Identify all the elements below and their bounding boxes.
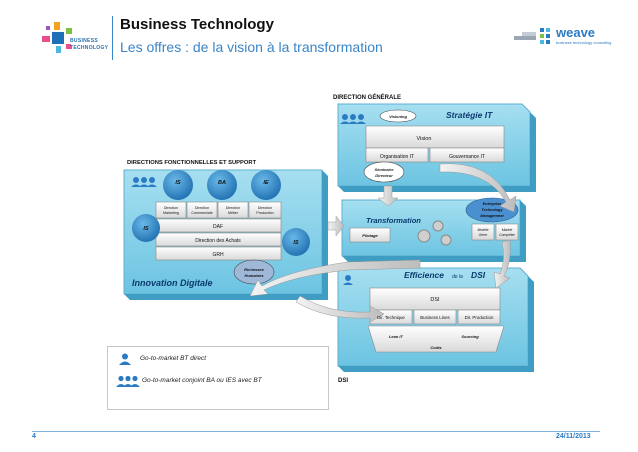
arrow-curve-dg-to-eatm xyxy=(439,163,517,213)
visioning-badge-text: Visioning xyxy=(389,114,407,119)
header-divider xyxy=(112,16,113,60)
icon-group-dsi xyxy=(343,275,353,285)
innovation-digitale-title: Innovation Digitale xyxy=(132,278,213,288)
page-subtitle: Les offres : de la vision à la transform… xyxy=(120,39,383,55)
lean-it-text: Lean IT xyxy=(389,334,404,339)
single-person-icon xyxy=(119,353,131,365)
business-lines-box: Business Lines xyxy=(420,315,450,320)
ba-circle-text: BA xyxy=(218,180,226,186)
dir-commerciale-l2: Commerciale xyxy=(191,211,212,215)
footer-divider xyxy=(32,431,600,432)
arrow-dsi-to-df xyxy=(249,259,421,297)
modele-text-2: Gérer xyxy=(479,233,489,237)
business-technology-logo: BUSINESS TECHNOLOGY xyxy=(40,18,108,62)
grh-box: GRH xyxy=(212,252,224,258)
ie-circle-text: IE xyxy=(263,180,269,186)
efficience-title: Efficience xyxy=(404,270,444,280)
pilotage-box: Pilotage xyxy=(362,233,378,238)
transformation-title: Transformation xyxy=(366,216,421,225)
dir-production-l2: Production xyxy=(256,211,273,215)
is-side-left-text: IS xyxy=(143,226,149,232)
partner-logo xyxy=(512,24,612,54)
dsi-box: DSI xyxy=(430,297,440,303)
arrow-df-to-dsi xyxy=(295,295,385,323)
eatm-text-1: Enterprise xyxy=(483,202,502,206)
rh-badge-text-2: Humaines xyxy=(244,273,264,278)
eatm-text-2: Technology xyxy=(481,208,503,212)
rh-badge-text-1: Richesses xyxy=(244,267,265,272)
is-circle-text: IS xyxy=(175,180,181,186)
partner-logo-icon xyxy=(514,28,550,44)
logo-mark-icon xyxy=(42,22,72,53)
partner-logo-tagline: business technology consulting xyxy=(556,40,612,45)
achats-box: Direction des Achats xyxy=(195,238,241,244)
ie-circle xyxy=(251,170,281,200)
couts-text: Coûts xyxy=(430,345,442,350)
vision-box: Vision xyxy=(417,136,432,142)
df-label: DIRECTIONS FONCTIONNELLES ET SUPPORT xyxy=(127,160,257,166)
eatm-text-3: Management xyxy=(480,214,504,218)
page-date: 24/11/2013 xyxy=(556,433,591,440)
legend: Go-to-market BT direct Go-to-market conj… xyxy=(107,346,329,410)
is-circle xyxy=(163,170,193,200)
seminaire-text-1: Séminaire xyxy=(374,167,394,172)
partner-logo-text: weave xyxy=(556,25,596,40)
seminaire-text-2: Directeur xyxy=(375,173,393,178)
directions-fonctionnelles-panel xyxy=(123,169,328,300)
direction-generale-panel xyxy=(337,103,536,192)
richesses-humaines-badge xyxy=(233,259,275,285)
icon-group-df xyxy=(131,177,157,187)
page-title: Business Technology xyxy=(120,16,274,33)
arrow-eatm-to-dsi xyxy=(493,239,511,289)
legend-item-1: Go-to-market BT direct xyxy=(140,355,207,362)
dg-label: DIRECTION GÉNÉRALE xyxy=(333,93,401,101)
modele-text-1: Modèle xyxy=(477,228,488,232)
dir-metier-l1: Direction xyxy=(226,206,240,210)
dir-marketing-l2: Marketing xyxy=(163,211,179,215)
gouvernance-it-box: Gouvernance IT xyxy=(449,154,485,160)
dir-marketing-l1: Direction xyxy=(164,206,178,210)
market-text-1: Market xyxy=(502,228,513,232)
dir-commerciale-l1: Direction xyxy=(195,206,209,210)
efficience-title-end: DSI xyxy=(471,270,486,280)
logo-text-line1: BUSINESS xyxy=(70,38,98,44)
dir-production-box: Dir. Production xyxy=(465,315,494,320)
logo-text-line2: TECHNOLOGY xyxy=(70,45,109,51)
legend-item-2: Go-to-market conjoint BA ou IES avec BT xyxy=(142,377,262,384)
efficience-title-small: de la xyxy=(452,274,463,280)
dir-technique-box: Dir. Technique xyxy=(377,315,405,320)
organisation-it-box: Organisation IT xyxy=(380,154,414,160)
is-side-circle-right xyxy=(282,228,310,256)
is-side-circle-left xyxy=(132,214,160,242)
sourcing-text: Sourcing xyxy=(461,334,479,339)
dsi-panel xyxy=(337,267,534,372)
arrow-df-to-transformation xyxy=(327,215,345,237)
page-number: 4 xyxy=(32,433,36,440)
dir-production-l1: Direction xyxy=(258,206,272,210)
daf-box: DAF xyxy=(213,224,223,230)
strategie-it-title: Stratégie IT xyxy=(446,110,493,120)
group-persons-icon xyxy=(116,375,140,387)
market-text-2: Compléter xyxy=(499,233,516,237)
ba-circle xyxy=(207,170,237,200)
arrow-dg-to-transformation xyxy=(377,185,399,207)
dsi-label: DSI xyxy=(338,378,348,384)
dir-metier-l2: Métier xyxy=(228,211,239,215)
icon-group-dg xyxy=(340,114,366,124)
is-side-right-text: IS xyxy=(293,240,299,246)
